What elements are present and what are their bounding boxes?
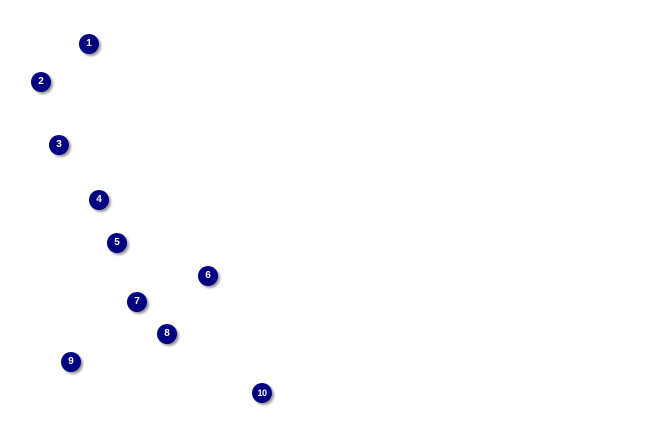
marker-7[interactable]: 7 xyxy=(127,292,147,312)
marker-5[interactable]: 5 xyxy=(107,233,127,253)
marker-6[interactable]: 6 xyxy=(198,266,218,286)
marker-1[interactable]: 1 xyxy=(79,34,99,54)
marker-9[interactable]: 9 xyxy=(61,352,81,372)
marker-3[interactable]: 3 xyxy=(49,135,69,155)
marker-4[interactable]: 4 xyxy=(89,190,109,210)
marker-10[interactable]: 10 xyxy=(252,383,272,403)
marker-2[interactable]: 2 xyxy=(31,72,51,92)
marker-8[interactable]: 8 xyxy=(157,324,177,344)
